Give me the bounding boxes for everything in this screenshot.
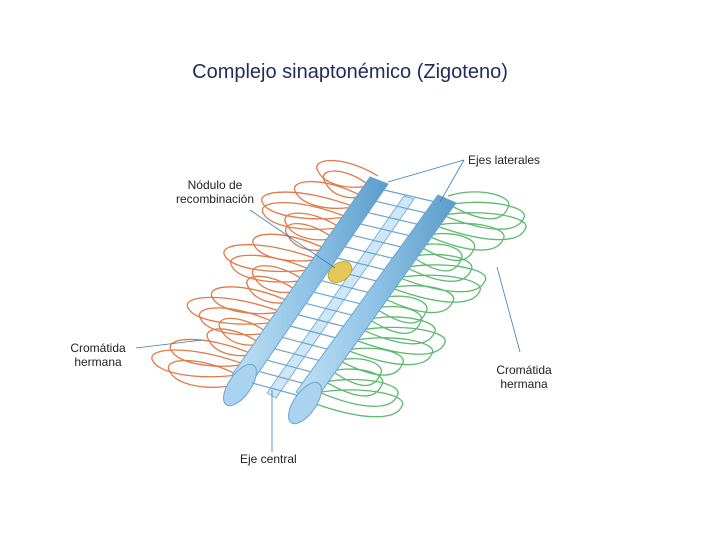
lateral-axis-left: [217, 177, 388, 411]
label-cromatida-left-line2: hermana: [60, 355, 136, 369]
label-cromatida-right-line1: Cromátida: [486, 363, 562, 377]
label-cromatida-left-line1: Cromátida: [60, 341, 136, 355]
label-eje-central: Eje central: [240, 452, 297, 466]
label-ejes-laterales: Ejes laterales: [468, 153, 540, 167]
label-nodulo-recombinacion: Nódulo de recombinación: [170, 178, 260, 206]
label-cromatida-right-line2: hermana: [486, 377, 562, 391]
label-nodulo-line1: Nódulo de: [170, 178, 260, 192]
label-cromatida-left: Cromátida hermana: [60, 341, 136, 369]
label-cromatida-right: Cromátida hermana: [486, 363, 562, 391]
label-nodulo-line2: recombinación: [170, 192, 260, 206]
